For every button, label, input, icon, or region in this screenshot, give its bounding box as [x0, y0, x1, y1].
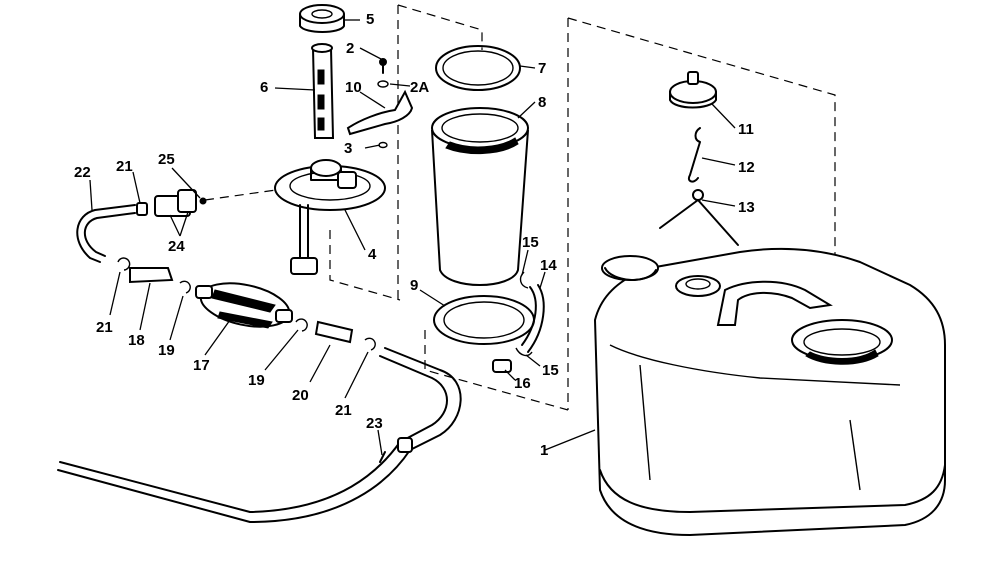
callout-22: 22 — [74, 164, 91, 181]
gauge-tube — [311, 43, 335, 139]
callout-15-top: 15 — [522, 234, 539, 251]
callout-14: 14 — [540, 257, 557, 274]
callout-17: 17 — [193, 357, 210, 374]
callout-6: 6 — [260, 79, 268, 96]
fuel-tank — [593, 247, 946, 537]
callout-23: 23 — [366, 415, 383, 432]
float-arm-bracket — [346, 89, 414, 136]
callout-21-right: 21 — [335, 402, 352, 419]
retainer-clip — [688, 127, 701, 183]
callout-2a: 2A — [410, 79, 429, 96]
pickup-assembly — [274, 159, 386, 275]
callout-10: 10 — [345, 79, 362, 96]
fitting — [492, 359, 512, 373]
callout-20: 20 — [292, 387, 309, 404]
callout-15-bottom: 15 — [542, 362, 559, 379]
callout-labels: 1 2 2A 3 4 5 6 7 8 9 10 11 12 13 14 15 1… — [74, 11, 755, 459]
primer-bulb-assembly — [117, 257, 376, 351]
connector-assembly — [136, 189, 207, 217]
callout-13: 13 — [738, 199, 755, 216]
vent-cap — [669, 71, 717, 109]
gasket-bottom — [433, 295, 535, 345]
return-hose — [515, 271, 545, 357]
callout-21-top: 21 — [116, 158, 133, 175]
callout-1: 1 — [540, 442, 548, 459]
supply-hose-short — [76, 204, 136, 263]
callout-12: 12 — [738, 159, 755, 176]
callout-4: 4 — [368, 246, 377, 263]
callout-24: 24 — [168, 238, 185, 255]
callout-16: 16 — [514, 375, 531, 392]
dashed-assembly-lines — [204, 4, 836, 411]
supply-hose-long — [57, 347, 462, 523]
wire-bail — [659, 189, 739, 246]
callout-8: 8 — [538, 94, 546, 111]
callout-2: 2 — [346, 40, 354, 57]
leader-lines — [89, 19, 736, 456]
callout-21-left: 21 — [96, 319, 113, 336]
callout-5: 5 — [366, 11, 374, 28]
gasket-top — [435, 45, 521, 91]
canister — [431, 107, 529, 286]
callout-25: 25 — [158, 151, 175, 168]
callout-3: 3 — [344, 140, 352, 157]
callout-11: 11 — [738, 121, 754, 138]
callout-19-left: 19 — [158, 342, 175, 359]
callout-7: 7 — [538, 60, 546, 77]
callout-19-right: 19 — [248, 372, 265, 389]
callout-18: 18 — [128, 332, 145, 349]
screw-and-washer — [377, 58, 389, 149]
callout-9: 9 — [410, 277, 418, 294]
filler-cap — [299, 4, 345, 33]
